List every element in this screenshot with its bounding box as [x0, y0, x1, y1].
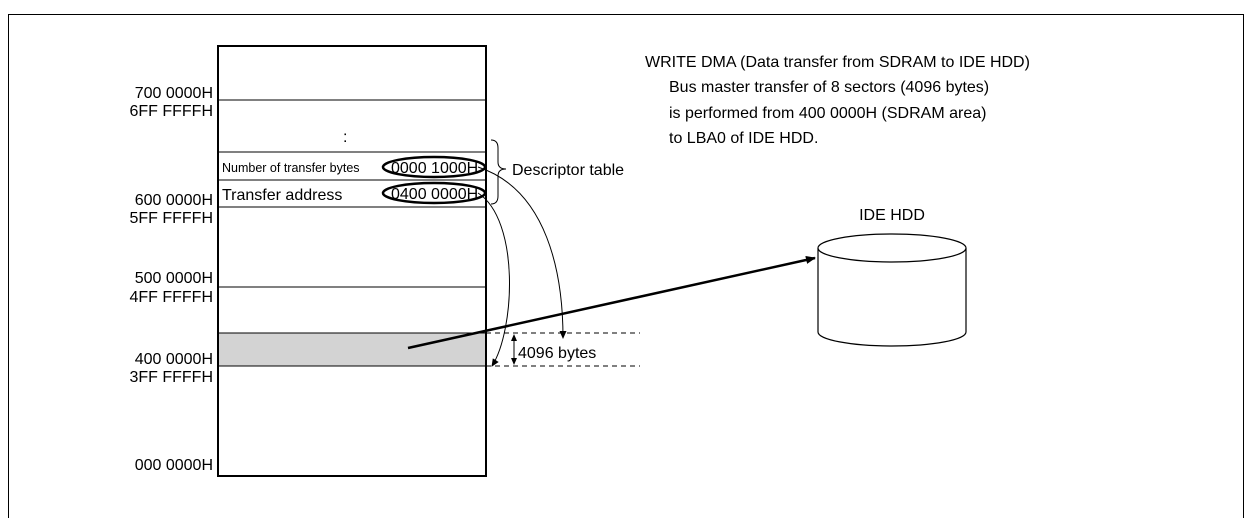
bytes-pointer-arrow [477, 166, 567, 339]
row-address-value: 0400 0000H [391, 186, 478, 203]
row-bytes-value: 0000 1000H [391, 160, 478, 177]
address-6ff-ffffh: 6FF FFFFH [129, 103, 213, 120]
row-address-label: Transfer address [222, 187, 342, 204]
descriptor-table-label: Descriptor table [512, 162, 624, 179]
memory-map [217, 45, 487, 477]
descriptor-brace [490, 139, 507, 205]
address-500-0000h: 500 0000H [135, 270, 213, 287]
address-value-ellipse [381, 181, 487, 205]
hdd-cylinder-top [817, 233, 967, 263]
ellipsis: : [343, 129, 347, 146]
row-bytes-label: Number of transfer bytes [222, 161, 360, 175]
size-arrow-up [511, 334, 517, 341]
address-3ff-ffffh: 3FF FFFFH [129, 369, 213, 386]
size-arrow-down [511, 358, 517, 365]
bytes-value-ellipse [381, 155, 487, 179]
address-600-0000h: 600 0000H [135, 192, 213, 209]
hdd-label: IDE HDD [859, 207, 925, 224]
diagram-frame [8, 14, 1244, 518]
address-pointer-arrow [477, 192, 510, 367]
size-label: 4096 bytes [518, 345, 596, 362]
description-heading: WRITE DMA (Data transfer from SDRAM to I… [645, 54, 1030, 71]
transfer-arrow [407, 256, 816, 350]
address-000-0000h: 000 0000H [135, 457, 213, 474]
description-line-3: to LBA0 of IDE HDD. [669, 130, 818, 147]
address-400-0000h: 400 0000H [135, 351, 213, 368]
hdd-cylinder-body [817, 248, 967, 347]
address-700-0000h: 700 0000H [135, 85, 213, 102]
address-5ff-ffffh: 5FF FFFFH [129, 210, 213, 227]
description-line-2: is performed from 400 0000H (SDRAM area) [669, 105, 986, 122]
description-line-1: Bus master transfer of 8 sectors (4096 b… [669, 79, 989, 96]
sdram-block [219, 333, 485, 366]
address-4ff-ffffh: 4FF FFFFH [129, 289, 213, 306]
